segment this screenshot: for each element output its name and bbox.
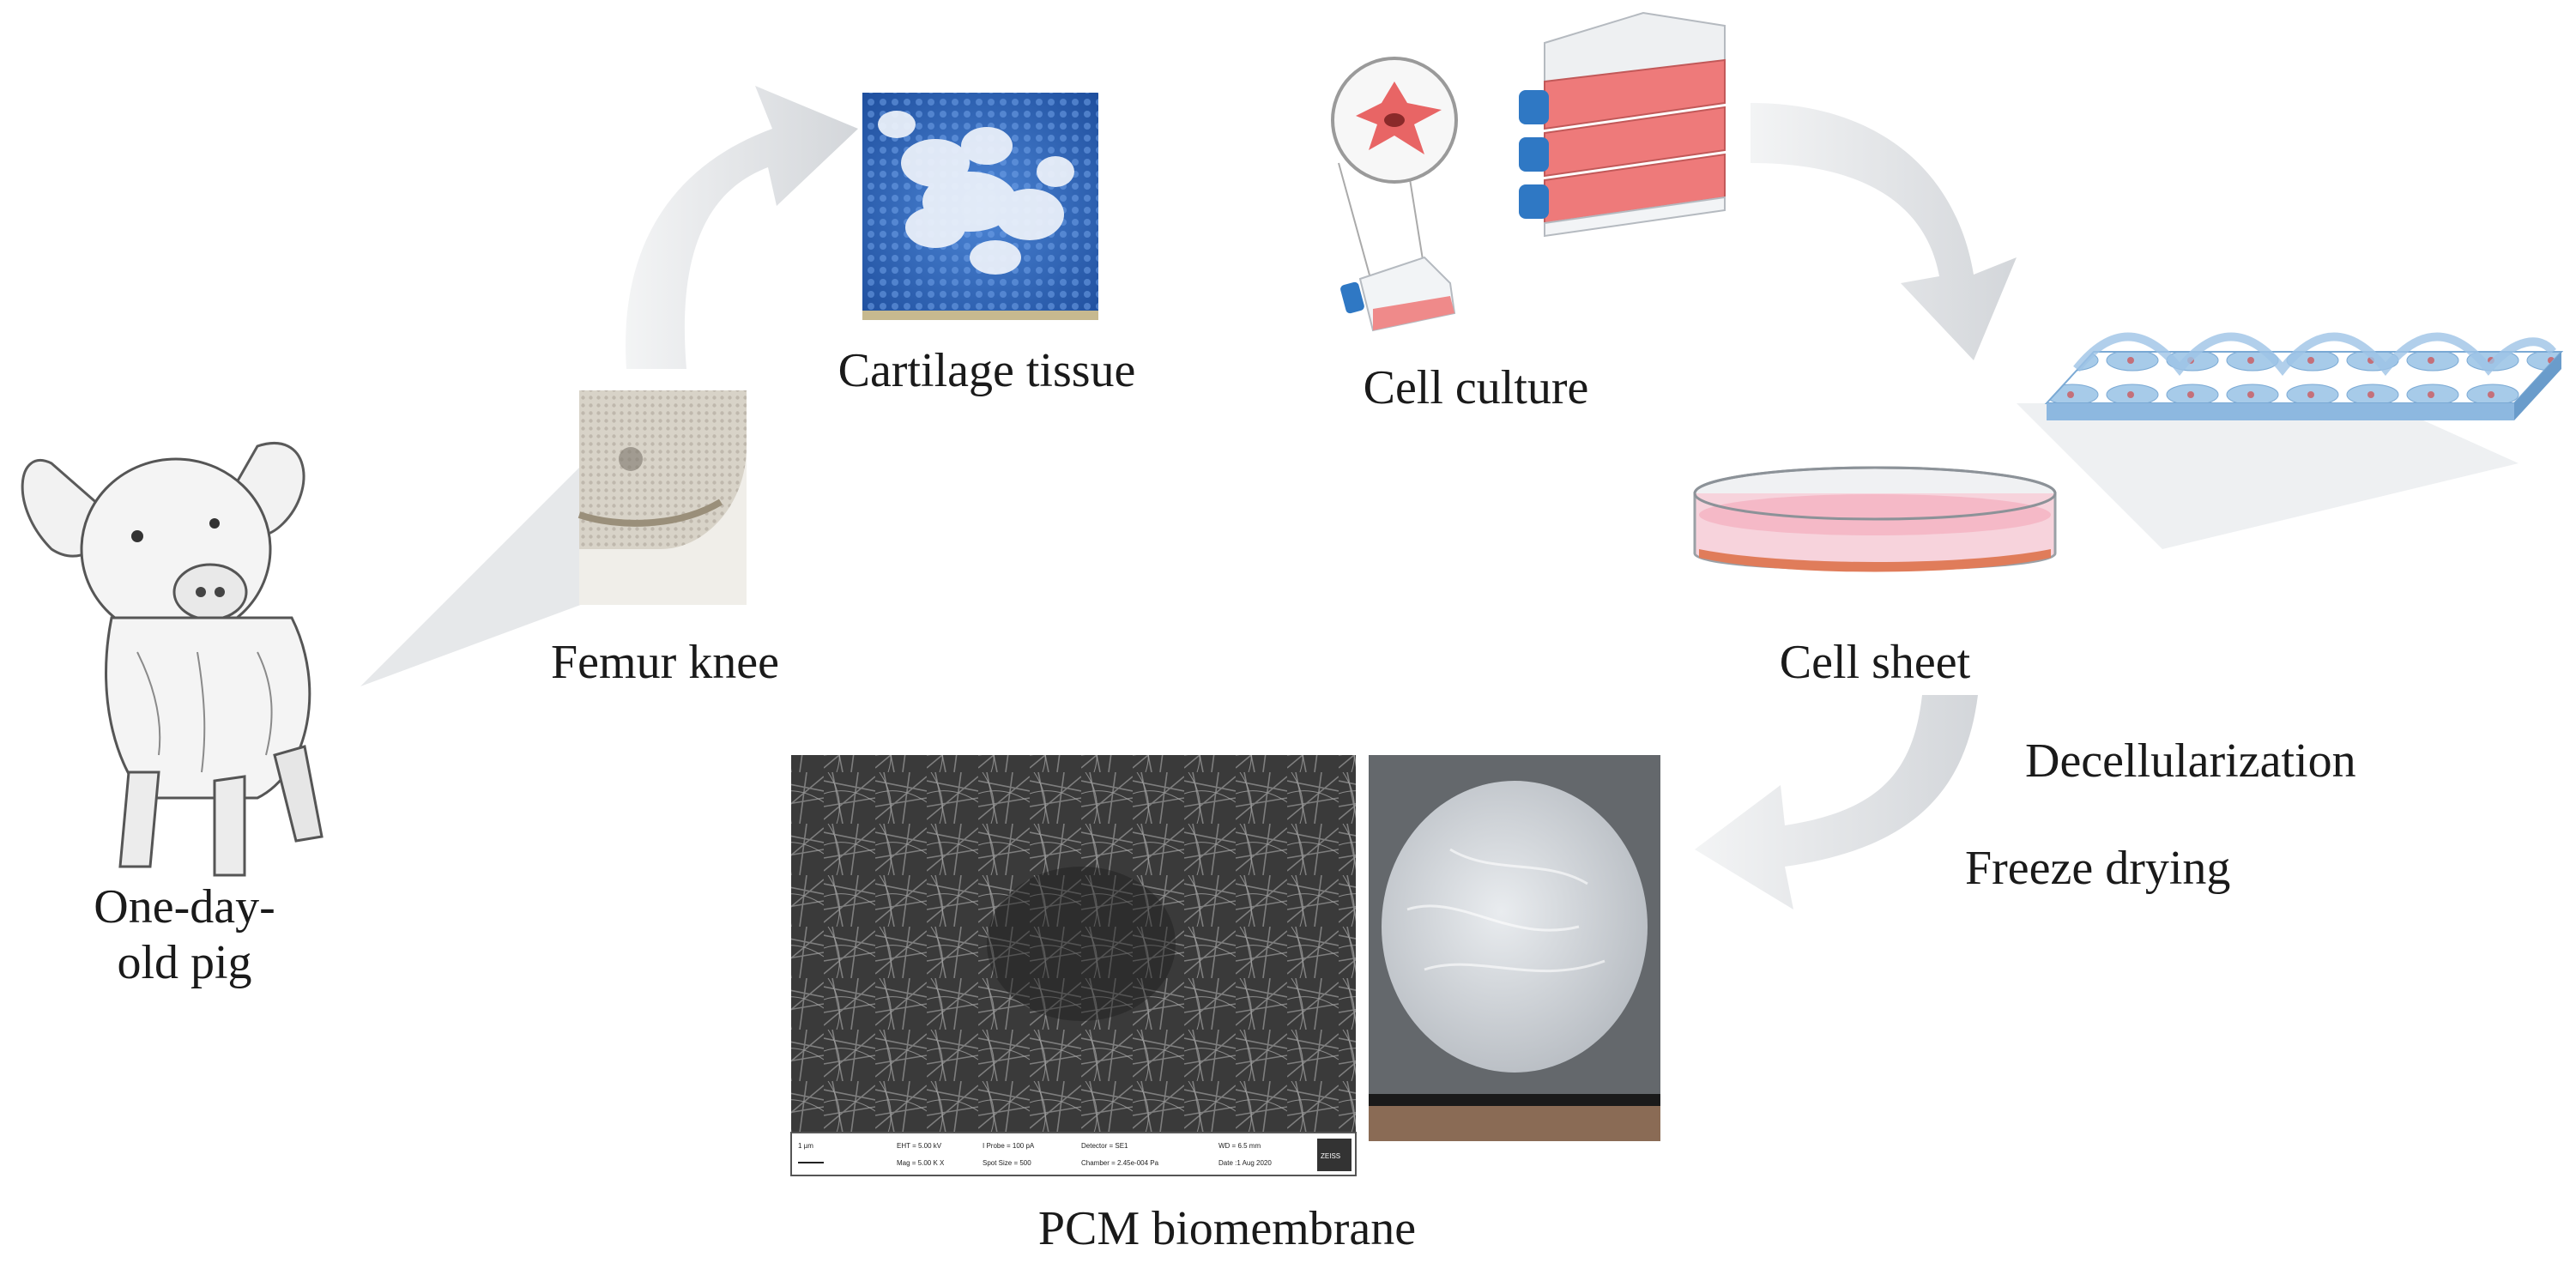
label-cartilage-tissue: Cartilage tissue xyxy=(838,344,1136,397)
cell-sheet-magnified xyxy=(2044,332,2564,420)
zoom-wedge xyxy=(2017,403,2519,549)
sem-brand: ZEISS xyxy=(1321,1152,1340,1160)
sem-chamber: Chamber = 2.45e-004 Pa xyxy=(1081,1159,1159,1167)
arrow-culture-to-sheet xyxy=(1751,103,2017,360)
label-pig-line2: old pig xyxy=(117,936,251,989)
femur-knee-photo xyxy=(577,390,747,605)
label-cell-sheet: Cell sheet xyxy=(1780,636,1971,689)
arrow-sheet-to-membrane xyxy=(1695,695,1978,909)
label-femur-knee: Femur knee xyxy=(551,636,779,689)
sem-detector: Detector = SE1 xyxy=(1081,1142,1128,1150)
sem-spot: Spot Size = 500 xyxy=(983,1159,1031,1167)
sem-iprobe: I Probe = 100 pA xyxy=(983,1142,1035,1150)
sem-image: 1 µm EHT = 5.00 kV Mag = 5.00 K X I Prob… xyxy=(790,755,1357,1176)
cell-culture-illustration xyxy=(1331,11,1726,332)
sem-scale-label: 1 µm xyxy=(798,1142,813,1150)
label-freeze-drying: Freeze drying xyxy=(1965,842,2230,895)
pig-illustration xyxy=(21,442,324,877)
sem-mag: Mag = 5.00 K X xyxy=(897,1159,945,1167)
arrow-pig-to-femur xyxy=(360,455,592,686)
sem-wd: WD = 6.5 mm xyxy=(1218,1142,1261,1150)
biomembrane-photo xyxy=(1369,755,1660,1141)
label-pig-line1: One-day- xyxy=(94,880,275,934)
petri-dish xyxy=(1693,466,2057,572)
sem-date: Date :1 Aug 2020 xyxy=(1218,1159,1272,1167)
label-cell-culture: Cell culture xyxy=(1364,361,1589,414)
label-decellularization: Decellularization xyxy=(2025,734,2356,788)
sem-eht: EHT = 5.00 kV xyxy=(897,1142,942,1150)
label-pcm-biomembrane: PCM biomembrane xyxy=(1038,1202,1416,1255)
cartilage-tissue-photo xyxy=(862,93,1098,320)
arrow-femur-to-cartilage xyxy=(626,86,858,369)
